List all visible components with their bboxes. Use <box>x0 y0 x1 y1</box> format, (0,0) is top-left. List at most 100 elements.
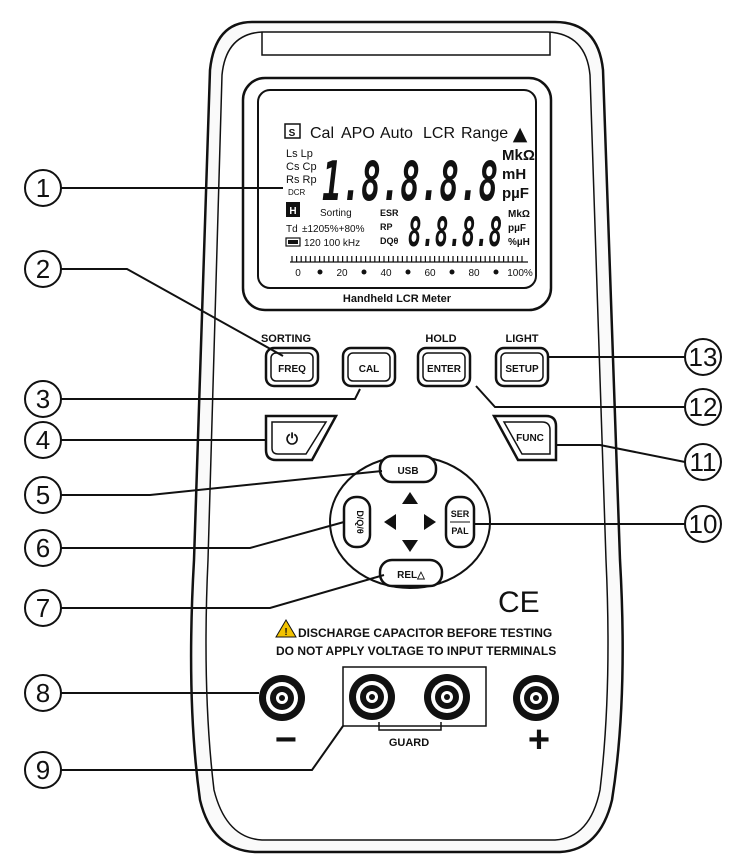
callout-3: 3 <box>24 380 62 418</box>
arrow-left-icon[interactable] <box>384 514 396 530</box>
arrow-right-icon[interactable] <box>424 514 436 530</box>
svg-text:7: 7 <box>36 593 50 623</box>
main-unit-henry: mH <box>502 166 526 183</box>
tolerance-label: Td <box>286 224 298 235</box>
terminal-guard-left[interactable] <box>349 674 395 720</box>
scale-80: 80 <box>468 268 480 279</box>
scale-60: 60 <box>424 268 436 279</box>
flag-apo: APO <box>341 125 375 142</box>
usb-button-label: USB <box>397 466 418 477</box>
arrow-up-icon[interactable] <box>402 492 418 504</box>
scale-dot <box>449 269 455 275</box>
warning-line-2: DO NOT APPLY VOLTAGE TO INPUT TERMINALS <box>276 644 556 658</box>
frequency-values: 120 100 kHz <box>304 238 360 249</box>
scale-dot <box>361 269 367 275</box>
main-unit-farad: pµF <box>502 185 529 202</box>
guard-box: GUARD <box>342 666 487 749</box>
hold-icon-box <box>286 202 300 217</box>
light-label-key: LIGHT <box>506 333 539 345</box>
sub-unit-farad: pµF <box>508 223 526 234</box>
arrow-down-icon[interactable] <box>402 540 418 552</box>
hold-label-key: HOLD <box>425 333 456 345</box>
enter-button-label: ENTER <box>427 364 462 375</box>
svg-text:3: 3 <box>36 384 50 414</box>
bargraph <box>290 256 528 263</box>
sorting-label: Sorting <box>320 208 352 219</box>
terminal-guard-right[interactable] <box>424 674 470 720</box>
setup-button[interactable]: SETUP <box>494 346 550 388</box>
battery-fill <box>288 240 298 244</box>
param-dcr: DCR <box>288 188 306 197</box>
flag-lcr: LCR <box>423 125 455 142</box>
param-cs-cp: Cs Cp <box>286 161 317 173</box>
dqo-label: DQθ <box>380 236 399 246</box>
callout-lines <box>60 187 686 771</box>
svg-text:2: 2 <box>36 254 50 284</box>
callout-1: 1 <box>24 169 62 207</box>
scale-100: 100% <box>507 268 533 279</box>
callouts: 1 2 3 4 5 6 7 8 9 10 11 12 13 <box>24 169 722 789</box>
main-digits: 1.8.8.8.8 <box>322 150 498 213</box>
ser-pal-button[interactable]: SER PAL <box>444 495 476 549</box>
svg-text:4: 4 <box>36 425 50 455</box>
freq-button-label: FREQ <box>278 364 306 375</box>
callout-10: 10 <box>684 505 722 543</box>
svg-text:12: 12 <box>689 392 718 422</box>
callout-13: 13 <box>684 338 722 376</box>
s-icon-box <box>284 123 301 139</box>
scale-dot <box>317 269 323 275</box>
s-icon: S <box>289 128 296 139</box>
freq-button[interactable]: FREQ <box>264 346 320 388</box>
main-unit-ohm: MkΩ <box>502 147 535 164</box>
dqo-button-label: D/Q/θ <box>355 510 365 534</box>
scale-dot <box>405 269 411 275</box>
sub-unit-ohm: MkΩ <box>508 209 530 220</box>
cal-button[interactable]: CAL <box>341 346 397 388</box>
callout-4: 4 <box>24 421 62 459</box>
power-button[interactable]: ⏻ <box>264 414 339 462</box>
plus-sign: + <box>528 719 550 761</box>
hold-icon: H <box>289 206 296 217</box>
minus-sign: − <box>275 719 297 761</box>
lcd-display: S Cal APO Auto LCR Range ▲ Ls Lp Cs Cp R… <box>284 123 535 279</box>
callout-11: 11 <box>684 443 722 481</box>
svg-text:!: ! <box>284 627 287 638</box>
svg-text:8: 8 <box>36 678 50 708</box>
scale-20: 20 <box>336 268 348 279</box>
model-label: Handheld LCR Meter <box>343 293 452 305</box>
meter-body <box>189 20 624 854</box>
tolerance-values: ±1205%+80% <box>302 224 365 235</box>
param-rs-rp: Rs Rp <box>286 174 317 186</box>
dqo-button[interactable]: D/Q/θ <box>342 495 372 549</box>
usb-button[interactable]: USB <box>378 454 438 484</box>
sorting-label-key: SORTING <box>261 333 311 345</box>
callout-2: 2 <box>24 250 62 288</box>
setup-button-label: SETUP <box>505 364 539 375</box>
callout-12: 12 <box>684 388 722 426</box>
svg-text:1: 1 <box>36 173 50 203</box>
sub-unit-henry: %µH <box>508 237 530 248</box>
svg-text:6: 6 <box>36 533 50 563</box>
scale-40: 40 <box>380 268 392 279</box>
rel-button[interactable]: REL△ <box>378 558 444 588</box>
callout-8: 8 <box>24 674 62 712</box>
ser-label: SER <box>451 509 470 519</box>
pal-label: PAL <box>451 526 469 536</box>
bargraph-ticks <box>291 256 523 262</box>
terminal-plus[interactable] <box>513 675 559 721</box>
svg-text:9: 9 <box>36 755 50 785</box>
func-button-label: FUNC <box>516 433 544 444</box>
svg-text:10: 10 <box>689 509 718 539</box>
warning-icon: ! <box>275 619 297 638</box>
terminal-minus[interactable] <box>259 675 305 721</box>
flag-cal: Cal <box>310 125 334 142</box>
callout-5: 5 <box>24 476 62 514</box>
enter-button[interactable]: ENTER <box>416 346 472 388</box>
scale-0: 0 <box>295 268 301 279</box>
func-button[interactable]: FUNC <box>491 414 558 462</box>
param-ls-lp: Ls Lp <box>286 148 313 160</box>
rel-button-label: REL△ <box>397 570 425 581</box>
flag-range: Range <box>461 125 508 142</box>
power-icon: ⏻ <box>286 430 298 448</box>
